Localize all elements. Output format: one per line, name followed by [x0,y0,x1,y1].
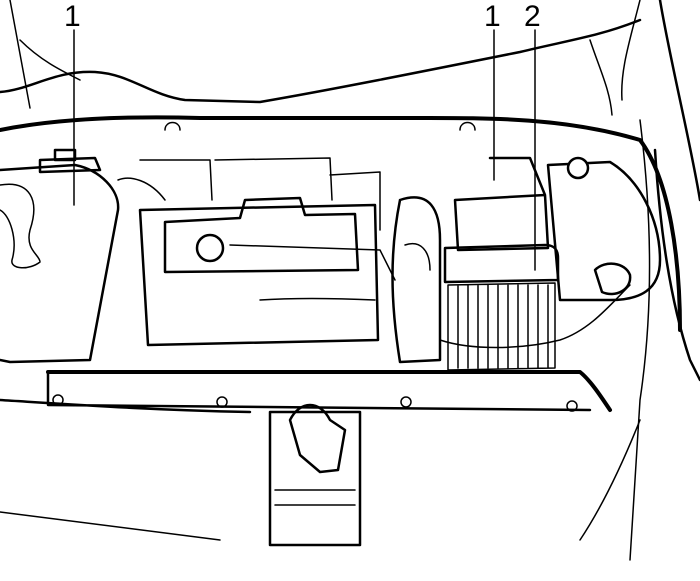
callout-1-right: 1 [484,0,501,33]
bonnet-latch [268,403,362,547]
right-fender-inner [629,119,651,561]
front-bolt-4 [566,400,578,412]
front-cross-member [46,370,612,412]
front-bolt-1 [52,394,64,406]
hose-right [439,284,631,349]
latch-lines [274,489,356,506]
callout-2: 2 [524,0,541,33]
intake-hose [404,243,431,271]
front-bolt-2 [216,396,228,408]
brake-reservoir [546,160,662,302]
battery-terminal [195,233,225,263]
oil-filler-cap [593,262,632,296]
coolant-tank-detail [0,183,41,269]
coolant-tank-cap [38,148,102,174]
front-panel [0,370,592,414]
front-bolt-3 [400,396,412,408]
hood-edge [0,18,642,104]
callout-1-left: 1 [64,0,81,33]
intake-housing [391,196,442,364]
battery-clamp [229,244,396,301]
battery-top [163,196,360,274]
right-fender [653,0,700,382]
brake-reservoir-cap [566,156,590,180]
coolant-tank [0,163,120,364]
engine-bay-rim [0,115,682,332]
lower-bumper [0,419,641,541]
rim-clip-1 [164,121,181,131]
air-filter-pleats [447,282,556,371]
hood-strut-right [589,0,641,116]
battery-tray [138,203,380,347]
fuse-box [453,156,550,252]
rim-clip-2 [459,121,476,131]
coolant-hose [117,177,166,201]
engine-cover-ribs [139,157,381,231]
